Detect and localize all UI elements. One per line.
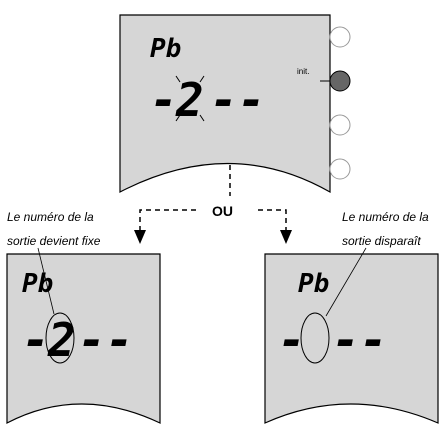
left-lcd-display: Pb - 2 -- bbox=[6, 247, 161, 424]
left-caption-line2: sortie devient fixe bbox=[7, 234, 101, 248]
left-arrow-head-icon bbox=[134, 230, 146, 244]
right-caption-line1: Le numéro de la bbox=[342, 210, 429, 224]
blink-rays-icon bbox=[175, 75, 205, 122]
left-callout-line bbox=[37, 247, 55, 315]
button-3[interactable] bbox=[329, 114, 351, 136]
left-dashes: -- bbox=[78, 313, 133, 367]
left-digit: 2 bbox=[47, 313, 76, 367]
right-arrow-head-icon bbox=[280, 230, 292, 244]
right-code-label: Pb bbox=[298, 269, 329, 299]
left-highlight-ellipse bbox=[45, 312, 75, 364]
right-left-dash: - bbox=[278, 313, 306, 367]
right-lcd-display: Pb - -- bbox=[264, 247, 439, 424]
right-dashes: -- bbox=[332, 313, 387, 367]
left-left-dash: - bbox=[22, 313, 50, 367]
right-branch-line bbox=[258, 209, 287, 230]
top-code-label: Pb bbox=[150, 34, 181, 64]
right-empty-ellipse bbox=[300, 312, 330, 364]
right-caption-line2: sortie disparaît bbox=[342, 234, 421, 248]
left-branch-line bbox=[139, 209, 196, 230]
right-lcd-body bbox=[264, 253, 439, 424]
top-lcd-body bbox=[119, 14, 331, 194]
or-label: OU bbox=[212, 203, 233, 219]
init-label: init. bbox=[297, 67, 309, 76]
left-lcd-body bbox=[6, 253, 161, 424]
top-left-dash: - bbox=[150, 73, 178, 127]
button-1[interactable] bbox=[329, 26, 351, 48]
side-buttons bbox=[320, 26, 351, 180]
connector-arrows bbox=[139, 165, 287, 230]
right-callout-line bbox=[325, 247, 367, 317]
button-4[interactable] bbox=[329, 158, 351, 180]
left-code-label: Pb bbox=[22, 269, 53, 299]
left-caption-line1: Le numéro de la bbox=[7, 210, 94, 224]
top-lcd-display: Pb - 2 -- init. bbox=[119, 14, 331, 194]
init-button[interactable] bbox=[329, 70, 351, 92]
top-dashes: -- bbox=[210, 73, 265, 127]
